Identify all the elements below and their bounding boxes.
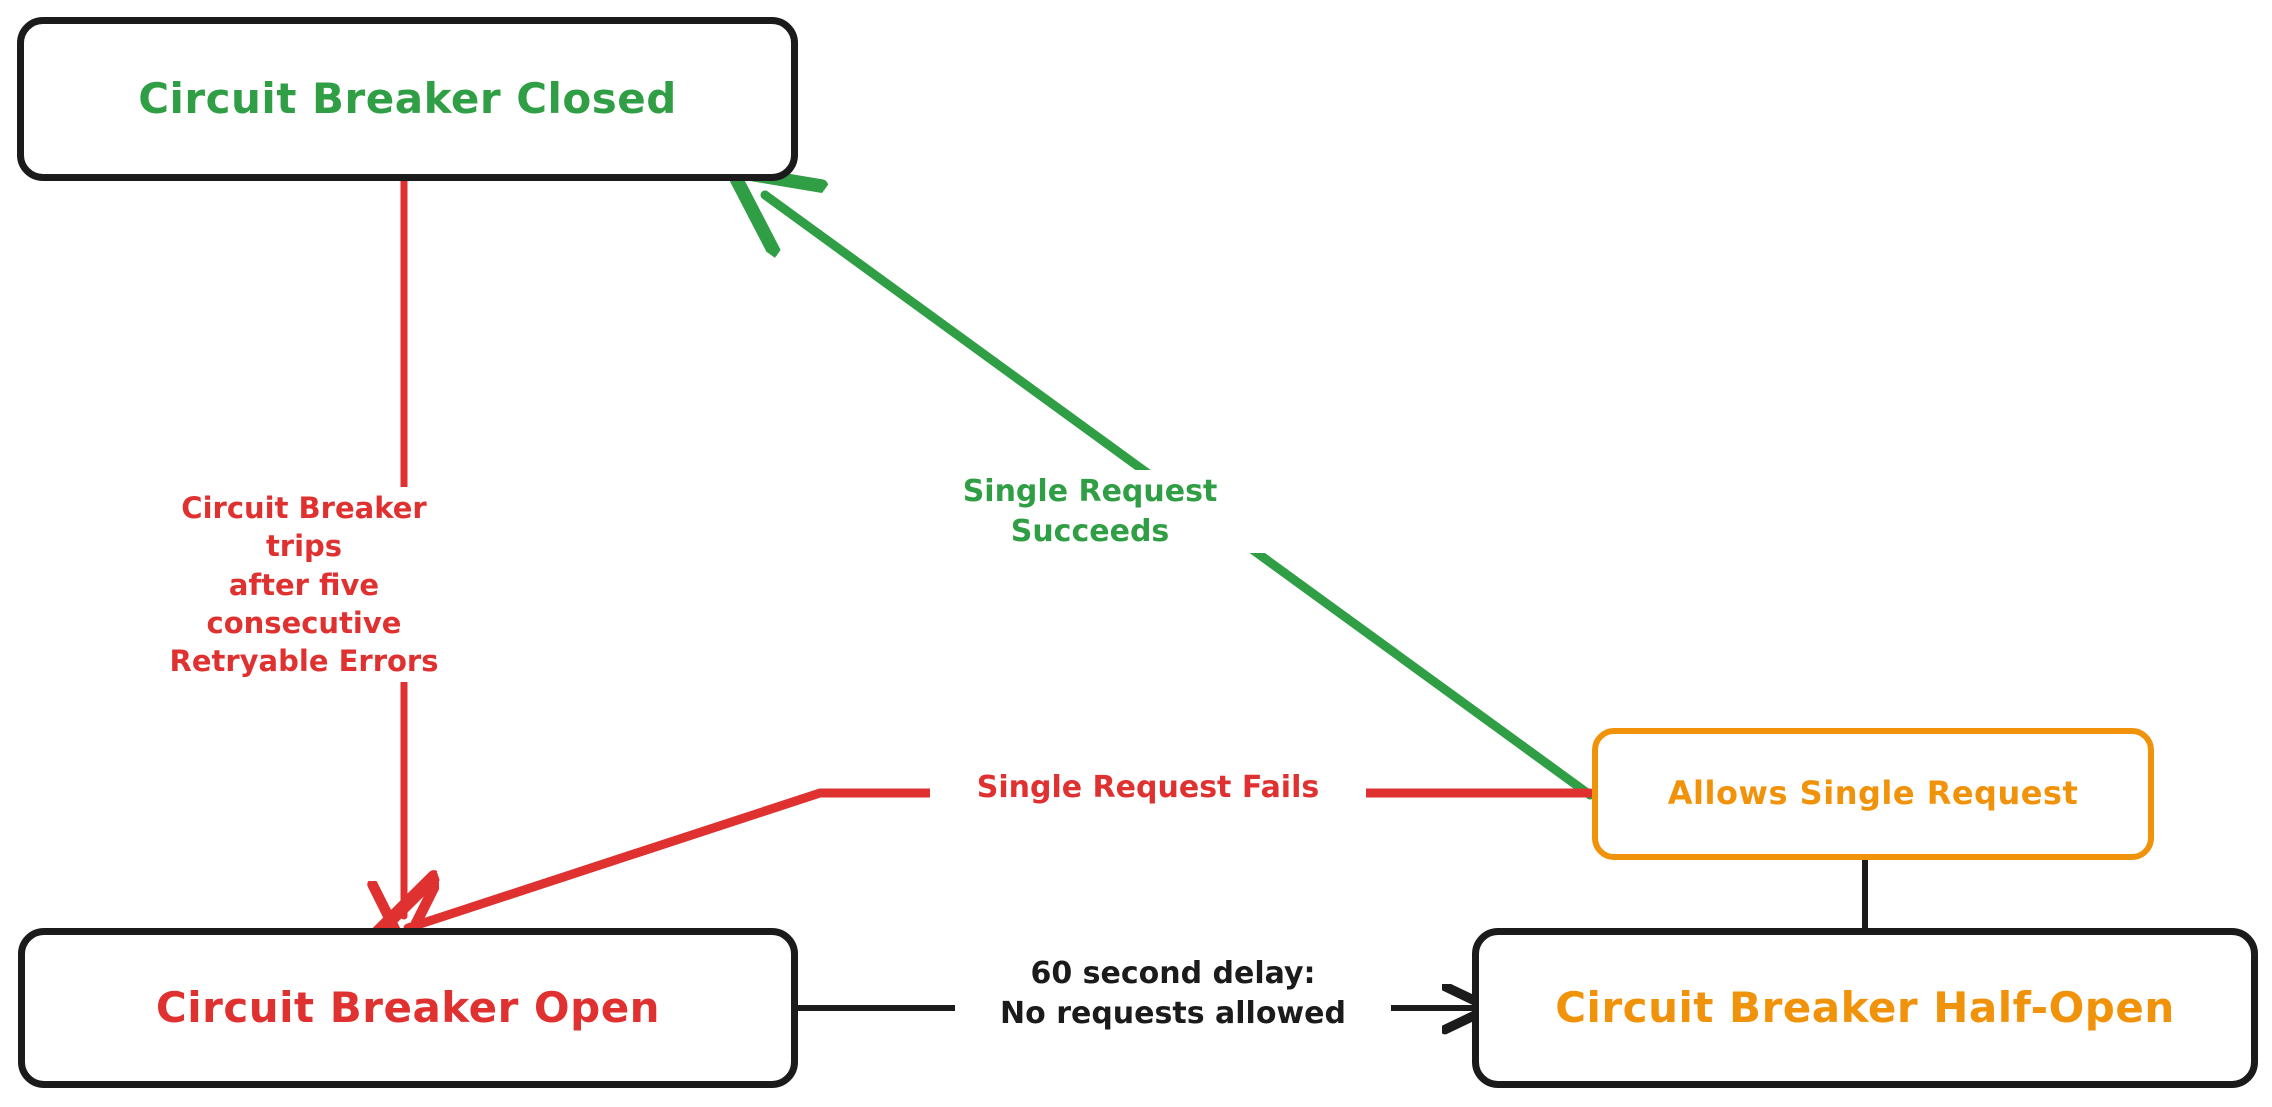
node-circuit-breaker-open[interactable]: Circuit Breaker Open — [18, 928, 798, 1088]
edge-label-open-to-half-open: 60 second delay: No requests allowed — [955, 952, 1391, 1036]
node-label-open: Circuit Breaker Open — [155, 982, 661, 1032]
node-circuit-breaker-closed[interactable]: Circuit Breaker Closed — [17, 17, 798, 181]
node-label-closed: Circuit Breaker Closed — [138, 73, 677, 123]
edge-label-closed-to-open: Circuit Breaker trips after five consecu… — [140, 487, 468, 683]
node-circuit-breaker-half-open[interactable]: Circuit Breaker Half-Open — [1472, 928, 2258, 1088]
node-label-half-open: Circuit Breaker Half-Open — [1555, 982, 2175, 1032]
edge-label-allows-to-closed: Single Request Succeeds — [902, 470, 1278, 554]
node-allows-single-request[interactable]: Allows Single Request — [1592, 728, 2154, 860]
node-label-allows-single-request: Allows Single Request — [1667, 774, 2079, 813]
edge-label-allows-to-open: Single Request Fails — [930, 766, 1366, 810]
edge-allows-to-open — [408, 788, 1595, 928]
